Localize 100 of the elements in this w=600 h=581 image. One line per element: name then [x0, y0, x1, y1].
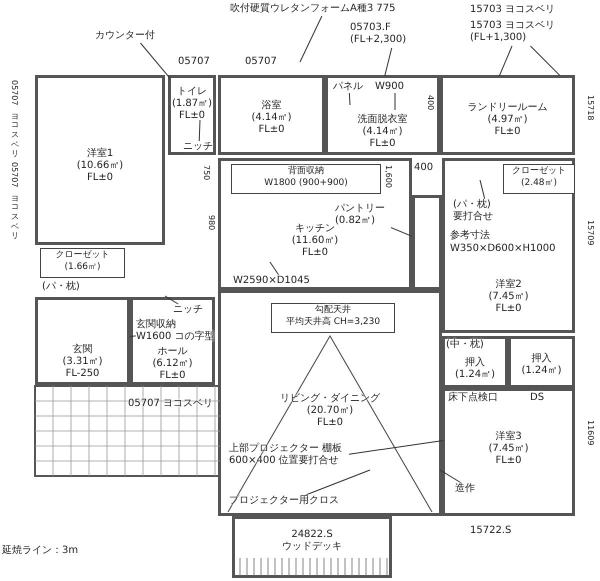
room-label: ホール — [156, 346, 188, 358]
leader-line — [198, 120, 200, 142]
room-label: FL±0 — [158, 370, 187, 382]
room-label: (7.45㎡) — [487, 291, 530, 303]
leader-line — [394, 92, 396, 110]
leader-line — [140, 42, 170, 79]
room-label: (11.60㎡) — [290, 235, 340, 247]
dimension-text: 400 — [425, 95, 436, 110]
room-label: FL±0 — [300, 247, 330, 259]
room-area — [218, 158, 412, 290]
room-label: FL±0 — [178, 110, 206, 122]
plan-note: 05707 — [178, 56, 210, 68]
room-label: (1.24㎡) — [454, 369, 496, 381]
dimension-text: 750 — [201, 165, 212, 180]
plan-note: (中・枕) — [446, 339, 484, 351]
room-label: (1.87㎡) — [171, 98, 213, 110]
plan-note: 05707 — [245, 56, 277, 68]
room-area — [218, 75, 325, 155]
dimension-text: 980 — [206, 215, 217, 230]
room-label: (4.97㎡) — [486, 114, 529, 126]
plan-note: 15722.S — [470, 525, 512, 537]
plan-note: 床下点検口 — [448, 392, 498, 404]
room-area — [442, 158, 575, 333]
plan-note: 15703 ヨコスベリ — [470, 4, 555, 16]
fixture-outline — [503, 164, 575, 194]
leader-line — [348, 440, 444, 455]
room-area — [168, 75, 216, 155]
room-label: FL±0 — [368, 138, 397, 150]
room-label: (20.70㎡) — [306, 405, 354, 417]
room-label: クローゼット — [54, 249, 110, 261]
room-label: キッチン — [294, 223, 336, 235]
plan-note: 参考寸法 — [450, 230, 490, 242]
dimension-text: 05707 ヨコスベリ — [9, 162, 20, 235]
leader-line — [384, 48, 392, 76]
annotation-text: カウンター付 — [95, 30, 175, 43]
leader-line — [300, 16, 322, 62]
annotation-text: ニッチ — [173, 304, 203, 316]
room-label: (4.14㎡) — [250, 112, 293, 124]
room-area — [130, 297, 215, 385]
room-label: 平均天井高 CH=3,230 — [284, 316, 382, 328]
room-label: FL±0 — [257, 124, 286, 136]
room-label: ウッドデッキ — [281, 541, 343, 553]
annotation-text: ニッチ — [183, 141, 215, 153]
room-label: FL±0 — [494, 303, 523, 315]
fixture-outline — [271, 303, 395, 333]
plan-note: W350×D600×H1000 — [450, 243, 556, 255]
annotation-text: 05703.F (FL+2,300) — [350, 22, 440, 48]
leader-line — [390, 227, 412, 237]
room-label: W1800 (900+900) — [263, 177, 349, 189]
annotation-text: W900 — [375, 81, 415, 93]
room-label: (3.31㎡) — [61, 356, 104, 368]
room-label: (10.66㎡) — [76, 160, 124, 172]
annotation-text: (パ・枕) 要打合せ — [453, 199, 523, 225]
annotation-text: W2590×D1045 — [233, 275, 333, 288]
room-area — [232, 516, 392, 578]
room-label: トイレ — [176, 86, 208, 98]
dimension-text: 1,600 — [383, 165, 394, 188]
annotation-text: パネル — [333, 81, 365, 93]
room-label: FL±0 — [86, 172, 114, 184]
dimension-text: 15718 — [585, 95, 596, 120]
room-label: (2.48㎡) — [520, 177, 558, 189]
room-label: 洋室2 — [494, 279, 523, 291]
room-label: (4.14㎡) — [361, 126, 404, 138]
plan-note: (パ・枕) — [42, 281, 80, 293]
plan-note: 延焼ライン：3m — [2, 545, 78, 557]
room-area — [440, 75, 575, 155]
plan-note: 400 — [414, 162, 434, 174]
plan-note: DS — [530, 392, 544, 404]
room-area — [35, 297, 130, 385]
room-label: 洋室1 — [86, 148, 114, 160]
room-label: 押入 — [464, 357, 486, 369]
leader-line — [164, 296, 179, 304]
room-area — [442, 336, 508, 388]
room-label: (7.45㎡) — [487, 443, 530, 455]
fixture-outline — [231, 164, 381, 194]
leader-line — [440, 470, 462, 484]
dimension-text: 11609 — [585, 420, 596, 446]
room-label: FL±0 — [316, 417, 344, 429]
room-area — [218, 290, 442, 516]
room-label: 玄関 — [72, 344, 94, 356]
dimension-text: 05707 ヨコスベリ — [9, 80, 20, 153]
annotation-text: パントリー (0.82㎡) — [335, 203, 391, 229]
room-area — [35, 75, 165, 245]
dimension-text: 15709 — [585, 220, 596, 246]
room-label: ランドリールーム — [466, 102, 548, 114]
annotation-text: 吹付硬質ウレタンフォームA種3 775 — [230, 3, 420, 16]
room-label: 背面収納 — [287, 165, 325, 177]
room-label: 洗面脱衣室 — [356, 114, 408, 126]
leader-line — [498, 46, 512, 76]
room-label: 洋室3 — [494, 431, 523, 443]
room-label: FL-250 — [64, 368, 100, 380]
room-label: FL±0 — [494, 455, 523, 467]
leader-line — [480, 180, 486, 200]
room-label: 浴室 — [260, 100, 282, 112]
fixture-outline — [40, 248, 125, 278]
leader-line — [348, 92, 350, 106]
leader-line — [530, 46, 561, 76]
annotation-text: 15703 ヨコスベリ (FL+1,300) — [470, 20, 565, 46]
leader-line — [270, 262, 280, 276]
annotation-text: 造作 — [455, 483, 489, 496]
